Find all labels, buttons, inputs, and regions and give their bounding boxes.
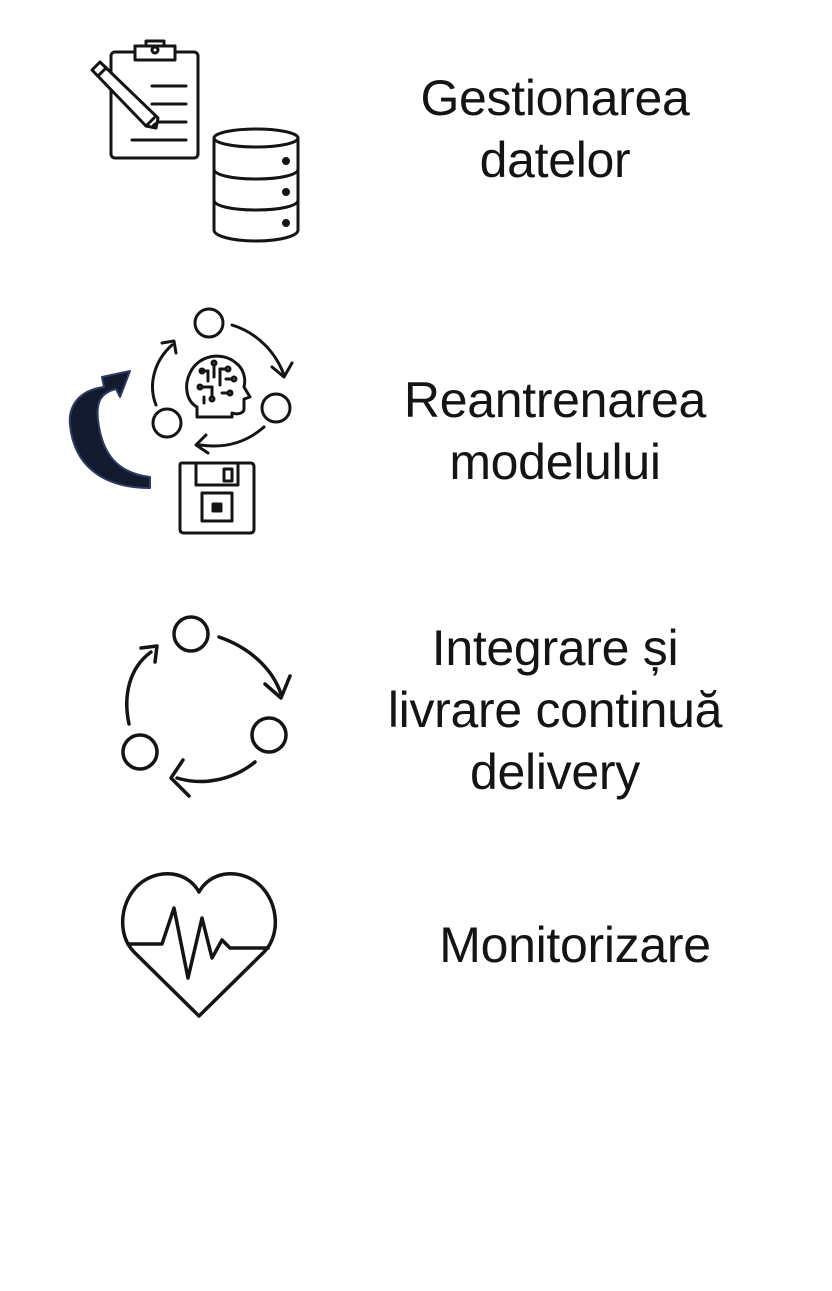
step-label-ci-cd: Integrare și livrare continuă delivery bbox=[340, 617, 770, 803]
step-label-line: delivery bbox=[470, 744, 640, 800]
step-label-data-management: Gestionarea datelor bbox=[360, 67, 750, 191]
step-label-line: Monitorizare bbox=[439, 917, 711, 973]
step-label-monitoring: Monitorizare bbox=[400, 914, 750, 976]
database-icon bbox=[212, 127, 300, 243]
step-label-line: Integrare și bbox=[431, 620, 679, 676]
heart-pulse-icon bbox=[120, 872, 278, 1018]
ci-cd-icon-group bbox=[115, 612, 295, 807]
step-label-line: modelului bbox=[449, 434, 661, 490]
step-label-line: datelor bbox=[479, 132, 631, 188]
return-arrow-icon bbox=[68, 370, 151, 489]
monitoring-icon-group bbox=[118, 868, 280, 1020]
floppy-disk-icon bbox=[178, 461, 256, 535]
node-circle-icon bbox=[151, 407, 183, 439]
node-circle-icon bbox=[121, 733, 159, 771]
data-management-icon-group bbox=[88, 38, 303, 244]
pencil-icon bbox=[90, 60, 160, 130]
node-circle-icon bbox=[193, 307, 225, 339]
node-circle-icon bbox=[260, 392, 292, 424]
ai-head-icon bbox=[185, 354, 252, 419]
node-circle-icon bbox=[172, 615, 210, 653]
retraining-cycle-icon bbox=[68, 307, 294, 535]
step-label-line: Reantrenarea bbox=[403, 372, 707, 428]
model-retraining-icon-group bbox=[62, 305, 302, 540]
node-circle-icon bbox=[250, 716, 288, 754]
clipboard-database-icon bbox=[90, 39, 300, 243]
continuous-cycle-icon bbox=[121, 615, 292, 798]
step-label-line: livrare continuă bbox=[387, 682, 723, 738]
step-label-model-retraining: Reantrenarea modelului bbox=[360, 369, 750, 493]
step-label-line: Gestionarea bbox=[420, 70, 690, 126]
